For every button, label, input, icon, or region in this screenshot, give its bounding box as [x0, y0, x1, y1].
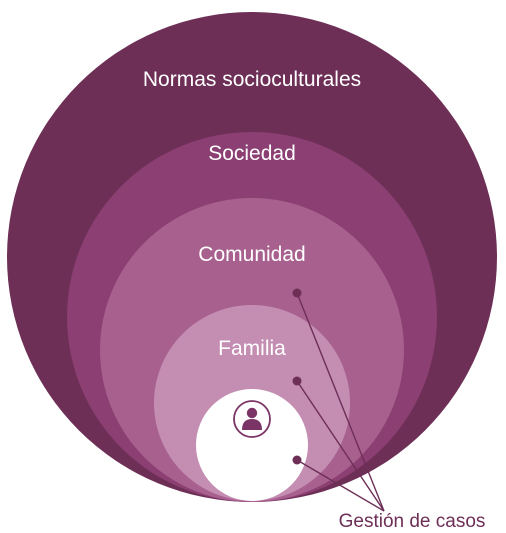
- label-familia: Familia: [218, 337, 286, 360]
- callout-line-comunidad: [296, 292, 385, 512]
- label-nino: Niño/a: [222, 455, 283, 478]
- callout-line-familia: [296, 380, 385, 512]
- label-comunidad: Comunidad: [198, 243, 305, 266]
- person-icon: [233, 400, 271, 438]
- center-circle: [196, 389, 308, 501]
- label-gestion-de-casos: Gestión de casos: [339, 511, 486, 532]
- callout-line-nino: [296, 459, 385, 512]
- label-normas-socioculturales: Normas socioculturales: [143, 68, 361, 91]
- label-sociedad: Sociedad: [208, 142, 296, 165]
